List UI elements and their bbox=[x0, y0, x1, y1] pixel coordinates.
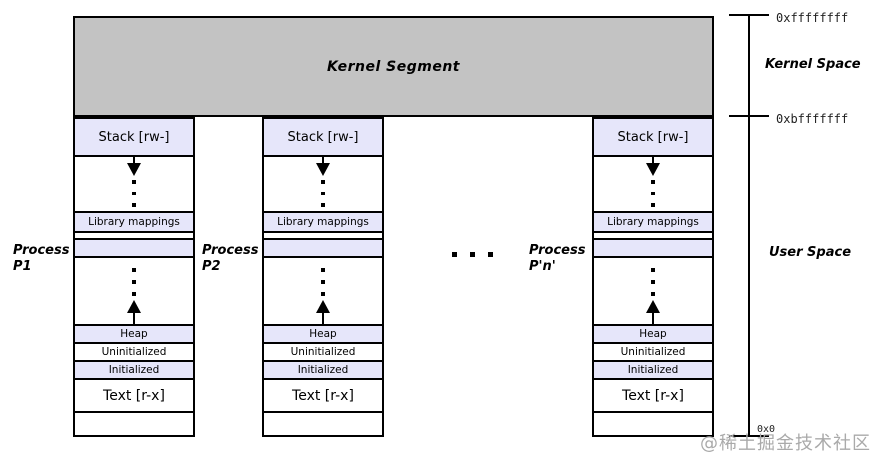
empty-section bbox=[264, 413, 382, 435]
arrow-head-down bbox=[127, 163, 141, 177]
uninitialized-section: Uninitialized bbox=[594, 344, 712, 362]
unlabeled-mapping-section bbox=[75, 240, 193, 258]
heap-growth-arrow-up-icon bbox=[75, 258, 193, 326]
empty-section bbox=[594, 413, 712, 435]
arrow-stem bbox=[652, 313, 654, 324]
heap-section: Heap bbox=[75, 326, 193, 344]
ruler-tick-boundary bbox=[729, 115, 769, 117]
process-column-p1: Stack [rw-] Library mappings Heap Uninit… bbox=[73, 117, 195, 437]
text-section: Text [r-x] bbox=[594, 380, 712, 413]
ruler-tick-top bbox=[729, 14, 769, 16]
process-p2-label: Process P2 bbox=[202, 243, 259, 274]
heap-growth-arrow-up-icon bbox=[594, 258, 712, 326]
arrow-stem bbox=[133, 313, 135, 324]
user-space-label: User Space bbox=[769, 245, 852, 260]
stack-section: Stack [rw-] bbox=[264, 119, 382, 157]
stack-growth-arrow-down-icon bbox=[594, 157, 712, 213]
text-section: Text [r-x] bbox=[75, 380, 193, 413]
stack-growth-arrow-down-icon bbox=[264, 157, 382, 213]
process-pn-label: Process P'n' bbox=[529, 243, 586, 274]
heap-section: Heap bbox=[594, 326, 712, 344]
process-column-p2: Stack [rw-] Library mappings Heap Uninit… bbox=[262, 117, 384, 437]
arrow-head-up bbox=[127, 300, 141, 313]
process-column-pn: Stack [rw-] Library mappings Heap Uninit… bbox=[592, 117, 714, 437]
initialized-section: Initialized bbox=[264, 362, 382, 380]
ellipsis-icon bbox=[452, 252, 493, 257]
arrow-head-up bbox=[646, 300, 660, 313]
watermark: @稀土掘金技术社区 bbox=[700, 433, 871, 454]
arrow-stem bbox=[322, 313, 324, 324]
unlabeled-mapping-section bbox=[264, 240, 382, 258]
arrow-stem bbox=[322, 157, 324, 164]
stack-section: Stack [rw-] bbox=[594, 119, 712, 157]
heap-growth-arrow-up-icon bbox=[264, 258, 382, 326]
gap-section bbox=[264, 233, 382, 240]
ruler-tick-bottom bbox=[729, 435, 769, 437]
arrow-stem bbox=[652, 157, 654, 164]
kernel-space-label: Kernel Space bbox=[765, 57, 861, 72]
arrow-head-up bbox=[316, 300, 330, 313]
stack-growth-arrow-down-icon bbox=[75, 157, 193, 213]
library-mappings-section: Library mappings bbox=[264, 213, 382, 233]
address-bottom: 0x0 bbox=[757, 424, 776, 435]
address-ruler-line bbox=[748, 15, 750, 437]
gap-section bbox=[75, 233, 193, 240]
address-top: 0xffffffff bbox=[776, 11, 849, 25]
heap-section: Heap bbox=[264, 326, 382, 344]
stack-section: Stack [rw-] bbox=[75, 119, 193, 157]
arrow-stem bbox=[133, 157, 135, 164]
empty-section bbox=[75, 413, 193, 435]
library-mappings-section: Library mappings bbox=[75, 213, 193, 233]
initialized-section: Initialized bbox=[75, 362, 193, 380]
initialized-section: Initialized bbox=[594, 362, 712, 380]
kernel-segment-box: Kernel Segment bbox=[73, 16, 714, 117]
process-p1-label: Process P1 bbox=[13, 243, 70, 274]
uninitialized-section: Uninitialized bbox=[75, 344, 193, 362]
gap-section bbox=[594, 233, 712, 240]
address-boundary: 0xbfffffff bbox=[776, 112, 849, 126]
arrow-head-down bbox=[646, 163, 660, 177]
unlabeled-mapping-section bbox=[594, 240, 712, 258]
library-mappings-section: Library mappings bbox=[594, 213, 712, 233]
arrow-head-down bbox=[316, 163, 330, 177]
kernel-segment-label: Kernel Segment bbox=[327, 58, 460, 75]
text-section: Text [r-x] bbox=[264, 380, 382, 413]
uninitialized-section: Uninitialized bbox=[264, 344, 382, 362]
